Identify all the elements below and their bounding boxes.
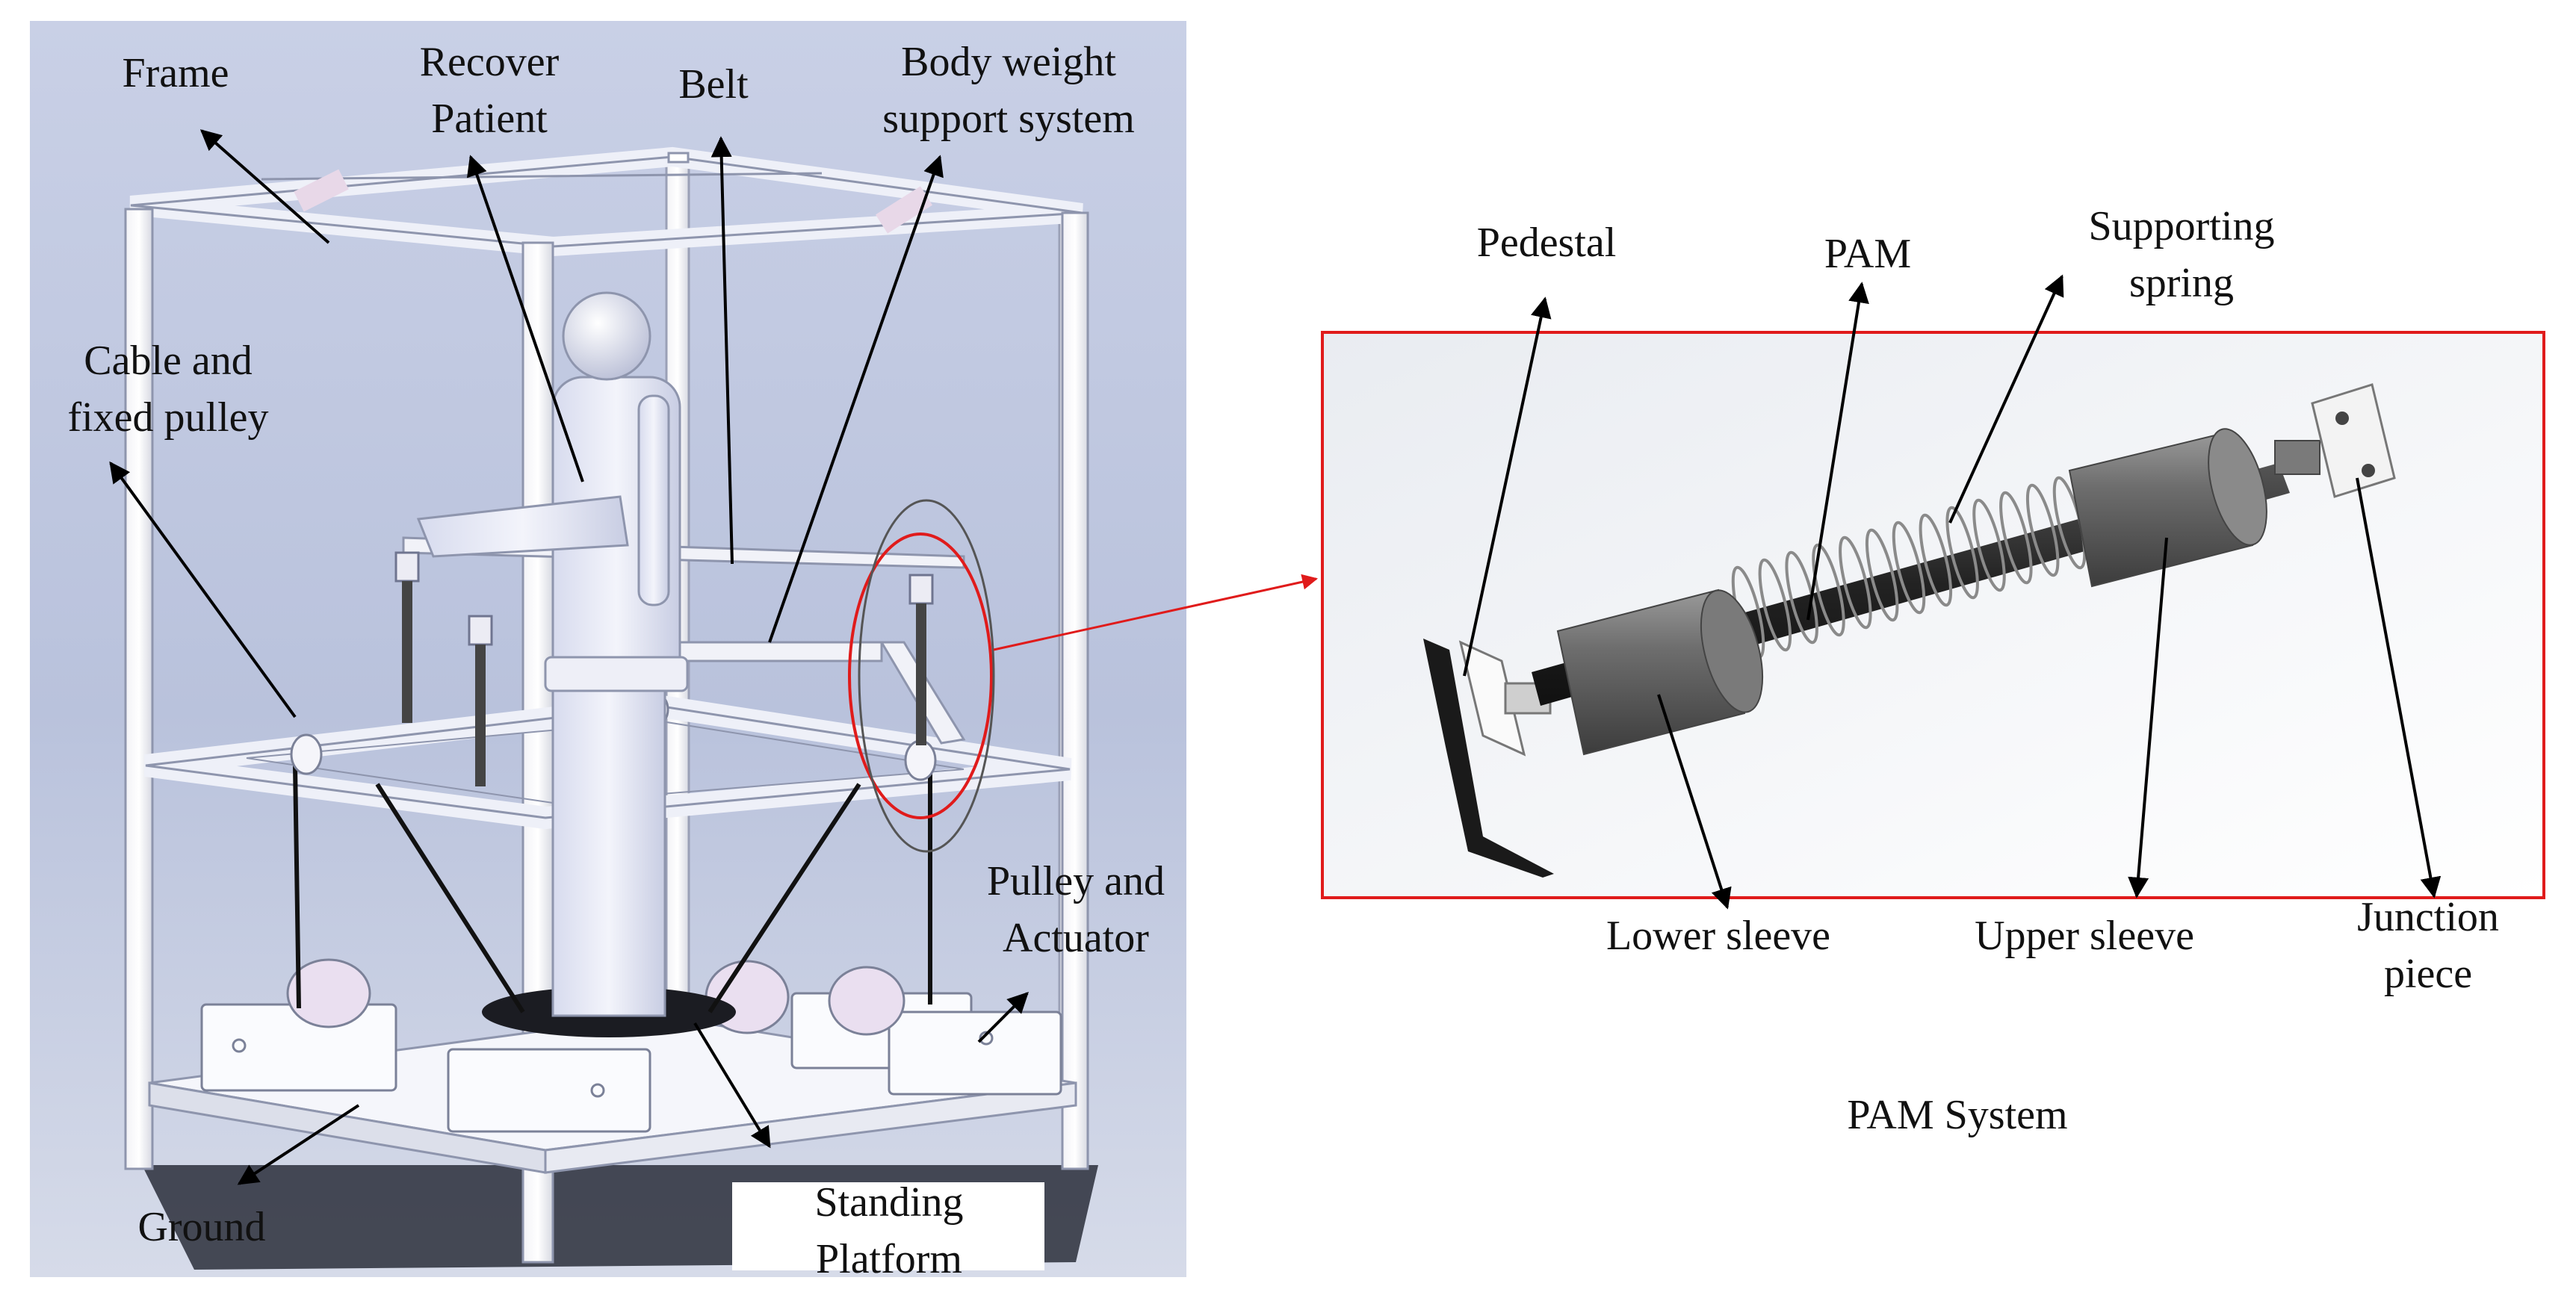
label-pedestal: Pedestal bbox=[1476, 220, 1617, 266]
spring-coil bbox=[1812, 543, 1845, 637]
label-recover-patient: Recover Patient bbox=[419, 39, 560, 142]
label-lower-sleeve: Lower sleeve bbox=[1606, 913, 1831, 959]
label-standing-platform: Standing Platform bbox=[814, 1179, 964, 1282]
pam-system-detail bbox=[993, 274, 2545, 910]
callout-connector bbox=[993, 574, 1319, 651]
pam-highlight-ellipse bbox=[848, 533, 993, 819]
label-junction-piece: Junction piece bbox=[2357, 894, 2499, 997]
upper-sleeve bbox=[2068, 428, 2267, 588]
spring-coil bbox=[1972, 498, 2006, 592]
junction-piece bbox=[2274, 383, 2396, 498]
spring-coil bbox=[1839, 535, 1872, 630]
label-frame: Frame bbox=[122, 50, 229, 96]
bws-arm-outline bbox=[858, 499, 995, 853]
spring-coil bbox=[1865, 528, 1899, 622]
label-belt: Belt bbox=[678, 61, 749, 108]
right-leader-arrows bbox=[1463, 274, 2442, 910]
spring-coil bbox=[1919, 513, 1953, 607]
left-leader-arrows bbox=[109, 129, 1029, 1185]
caption-pam-system: PAM System bbox=[1847, 1092, 2068, 1138]
spring-coil bbox=[1758, 558, 1792, 652]
standing-platform-label-box bbox=[732, 1182, 1044, 1270]
pam-units-left bbox=[394, 551, 934, 786]
label-pulley-and-actuator: Pulley and Actuator bbox=[987, 858, 1165, 961]
frame-middle bbox=[144, 694, 1072, 830]
patient-figure bbox=[416, 291, 689, 692]
label-body-weight-support-system: Body weight support system bbox=[882, 39, 1135, 142]
label-pam: PAM bbox=[1824, 231, 1912, 277]
lower-sleeve bbox=[1556, 589, 1764, 756]
label-cable-and-fixed-pulley: Cable and fixed pulley bbox=[67, 338, 269, 441]
label-supporting-spring: Supporting spring bbox=[2088, 203, 2275, 306]
spring-coil bbox=[1945, 506, 1979, 600]
label-ground: Ground bbox=[137, 1204, 266, 1250]
spring-coil bbox=[1999, 491, 2033, 585]
pedestal bbox=[1423, 639, 1554, 878]
label-upper-sleeve: Upper sleeve bbox=[1975, 913, 2194, 959]
spring-coil bbox=[1892, 521, 1926, 615]
spring-coil bbox=[2025, 483, 2060, 577]
bws-device-illustration bbox=[30, 21, 1186, 1277]
actuator-blocks bbox=[200, 958, 1062, 1133]
